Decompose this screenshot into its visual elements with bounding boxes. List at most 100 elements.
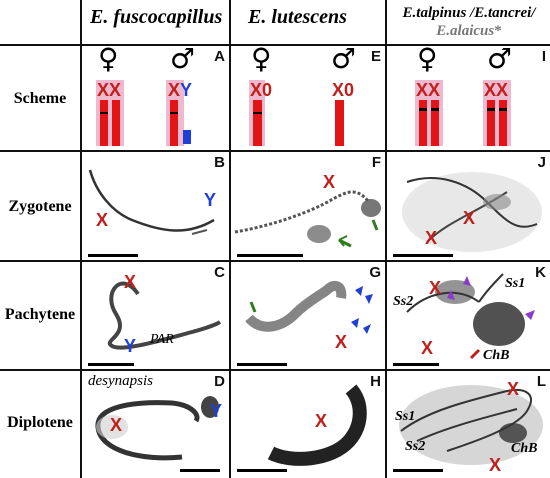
grid-line — [80, 0, 82, 478]
column-header-lutescens: E. lutescens — [248, 6, 347, 28]
micrograph-l — [399, 385, 543, 465]
male-symbol: ♂ — [487, 42, 513, 75]
panel-d: D desynapsis X Y — [82, 371, 229, 478]
chromosome-x — [253, 100, 262, 146]
panel-j: J X X — [387, 152, 550, 260]
panel-b: B X Y — [82, 152, 229, 260]
x-label: X — [323, 172, 336, 192]
scale-bar — [180, 469, 220, 472]
x-label: X — [463, 208, 476, 228]
micrograph-f — [234, 190, 381, 248]
panel-a: A ♀ ♂ XX X Y — [82, 42, 229, 150]
scale-bar — [237, 469, 287, 472]
panel-letter-c: C — [214, 264, 225, 281]
panel-letter-h: H — [370, 373, 381, 390]
centromere-mark — [100, 112, 108, 114]
e-female-label: X0 — [250, 80, 273, 100]
i-female-label: XX — [416, 80, 441, 100]
column-header-talpinus: E.talpinus /E.tancrei/ E.alaicus* — [388, 4, 550, 40]
scale-bar — [237, 254, 303, 257]
x-label: X — [421, 338, 434, 358]
panel-e: E ♀ ♂ X0 X0 — [231, 42, 385, 150]
chromosome-x — [487, 100, 495, 146]
row-header-diplotene: Diplotene — [7, 414, 73, 431]
grid-line — [229, 0, 231, 478]
scale-bar — [393, 363, 439, 366]
centromere-mark — [487, 108, 495, 111]
panel-k: K X X Ss1 Ss2 ChB — [387, 262, 550, 369]
male-symbol: ♂ — [170, 42, 196, 75]
column-header-fuscocapillus: E. fuscocapillus — [90, 6, 223, 28]
x-label: X — [429, 278, 442, 298]
x-label: X — [507, 379, 520, 399]
micrograph-j — [402, 172, 542, 252]
chromosome-x — [419, 100, 427, 146]
scale-bar — [393, 469, 443, 472]
par-label: PAR — [150, 332, 174, 347]
chromosome-y — [183, 130, 191, 144]
micrograph-c — [107, 281, 222, 350]
column-header-line1: E.talpinus /E.tancrei/ — [402, 5, 536, 21]
y-label: Y — [210, 401, 223, 421]
x-label: X — [315, 411, 328, 431]
centromere-mark — [253, 112, 262, 114]
panel-g: G X — [231, 262, 385, 369]
row-header-scheme: Scheme — [13, 90, 67, 107]
panel-l: L X X Ss1 Ss2 ChB — [387, 371, 550, 478]
chromosome-x — [170, 100, 178, 146]
female-symbol: ♀ — [417, 42, 438, 75]
x-label: X — [335, 332, 348, 352]
grid-line — [0, 369, 550, 371]
chromosome-x — [499, 100, 507, 146]
grid-line — [385, 0, 387, 478]
asterisk: * — [494, 23, 502, 39]
scale-bar — [237, 363, 287, 366]
centromere-mark — [431, 108, 439, 111]
a-male-x-label: X — [168, 80, 181, 100]
panel-i: I ♀ ♂ XX XX — [387, 42, 550, 150]
ss1-label: Ss1 — [395, 409, 416, 424]
i-male-label: XX — [484, 80, 509, 100]
x-label: X — [124, 272, 137, 292]
panel-h: H X — [231, 371, 385, 478]
grid-line — [0, 44, 550, 46]
desynapsis-label: desynapsis — [88, 373, 153, 389]
panel-letter-a: A — [214, 48, 225, 65]
centromere-mark — [170, 112, 178, 114]
e-male-label: X0 — [332, 80, 355, 100]
alaicus-label: E.alaicus — [436, 23, 495, 39]
panel-letter-b: B — [214, 154, 225, 171]
grid-line — [0, 260, 550, 262]
panel-letter-f: F — [371, 154, 381, 171]
ss1-label: Ss1 — [505, 276, 526, 291]
panel-letter-l: L — [536, 373, 546, 390]
panel-c: C X Y PAR — [82, 262, 229, 369]
y-label: Y — [204, 190, 217, 210]
male-symbol: ♂ — [331, 42, 357, 75]
chromosome-x — [100, 100, 108, 146]
ss2-label: Ss2 — [405, 439, 426, 454]
panel-letter-d: D — [214, 373, 225, 390]
centromere-mark — [499, 108, 507, 111]
micrograph-b — [88, 169, 215, 235]
female-symbol: ♀ — [98, 42, 119, 75]
x-label: X — [96, 210, 109, 230]
ss2-label: Ss2 — [393, 294, 414, 309]
chromosome-x — [335, 100, 344, 146]
female-symbol: ♀ — [251, 42, 272, 75]
panel-letter-i: I — [541, 48, 546, 65]
scale-bar — [88, 363, 134, 366]
panel-letter-g: G — [369, 264, 381, 281]
chromosome-x — [431, 100, 439, 146]
column-header-line2: E.alaicus* — [388, 22, 550, 40]
x-label: X — [110, 415, 123, 435]
panel-letter-j: J — [537, 154, 546, 171]
panel-f: F X — [231, 152, 385, 260]
a-female-label: XX — [97, 80, 122, 100]
chb-label: ChB — [483, 348, 510, 363]
y-label: Y — [124, 336, 137, 356]
centromere-mark — [419, 108, 427, 111]
scale-bar — [393, 254, 453, 257]
a-male-y-label: Y — [180, 80, 193, 100]
